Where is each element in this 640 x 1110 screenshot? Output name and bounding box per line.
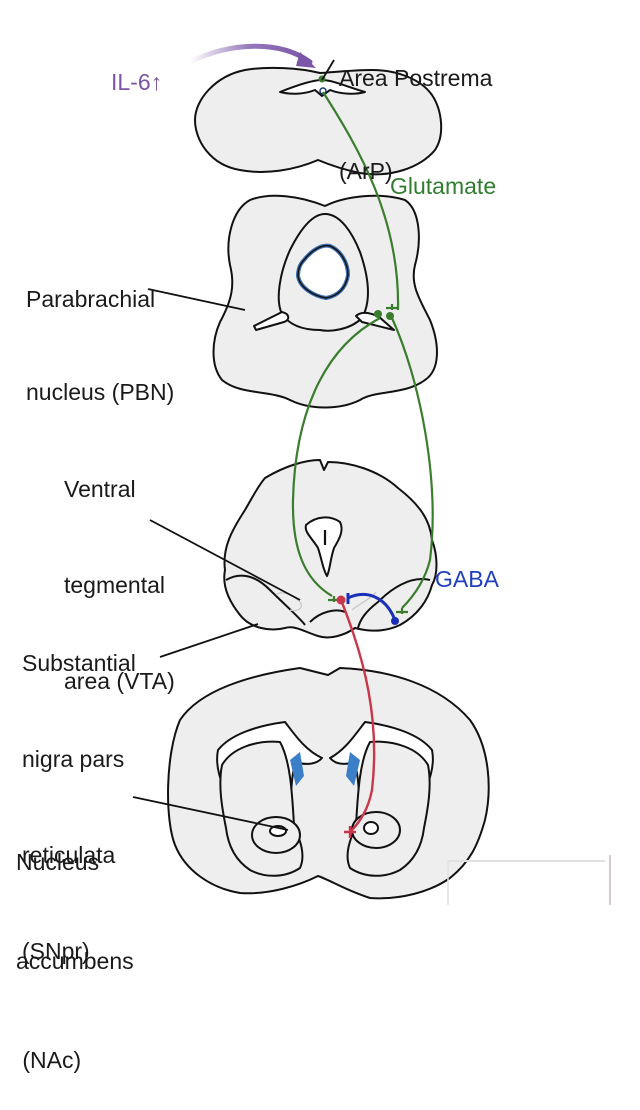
vta-line3: area (VTA) (64, 668, 175, 694)
glutamate-pbn-to-vta-right (390, 317, 434, 609)
area-postrema-line2: (ArP) (339, 158, 393, 184)
gaba-projection (347, 593, 397, 621)
nac-leader (132, 796, 289, 831)
medulla-section (194, 66, 443, 176)
gaba-neuron (391, 617, 399, 625)
il6-arrowhead (296, 52, 316, 68)
pbn-leader (147, 288, 246, 311)
pbn-neuron-1 (374, 310, 382, 318)
pbn-line1: Parabrachial (26, 286, 156, 312)
vta-leader (149, 519, 301, 601)
left-pbn-notch (253, 311, 290, 331)
pons-section (212, 194, 438, 409)
glutamate-pbn-to-vta-left (291, 317, 381, 597)
glutamate-arp-to-pbn (322, 91, 400, 311)
area-postrema-line1: Area Postrema (339, 65, 493, 91)
vta-to-nac-projection (339, 599, 376, 833)
gaba-label: GABA (435, 566, 499, 592)
nac-label: Nucleus accumbens (NAc) (16, 780, 134, 1110)
il6-label: IL-6↑ (111, 69, 163, 95)
cerebral-aqueduct (304, 516, 343, 577)
vta-line1: Ventral (64, 476, 136, 502)
right-anterior-commissure (363, 821, 379, 835)
il6-arrow (187, 43, 313, 65)
snpr-leader (159, 623, 259, 658)
pbn-label: Parabrachial nucleus (PBN) (26, 222, 174, 439)
nac-line2: accumbens (16, 948, 134, 974)
snpr-line1: Substantial (22, 650, 136, 676)
glutamate-label: Glutamate (390, 173, 497, 199)
pbn-line2: nucleus (PBN) (26, 379, 175, 405)
arp-leader (321, 59, 335, 81)
snpr-line3: reticulata (22, 842, 116, 868)
vta-label: Ventral tegmental area (VTA) (64, 409, 175, 729)
area-postrema-label: Area Postrema (ArP) (339, 1, 492, 218)
midbrain-section (223, 459, 438, 639)
nac-line3: (NAc) (16, 1047, 82, 1073)
vta-line2: tegmental (64, 572, 166, 598)
snpr-line2: nigra pars (22, 746, 125, 772)
nac-line1: Nucleus (16, 849, 100, 875)
forebrain-section (167, 667, 490, 900)
brain-pathway-diagram (132, 43, 611, 905)
